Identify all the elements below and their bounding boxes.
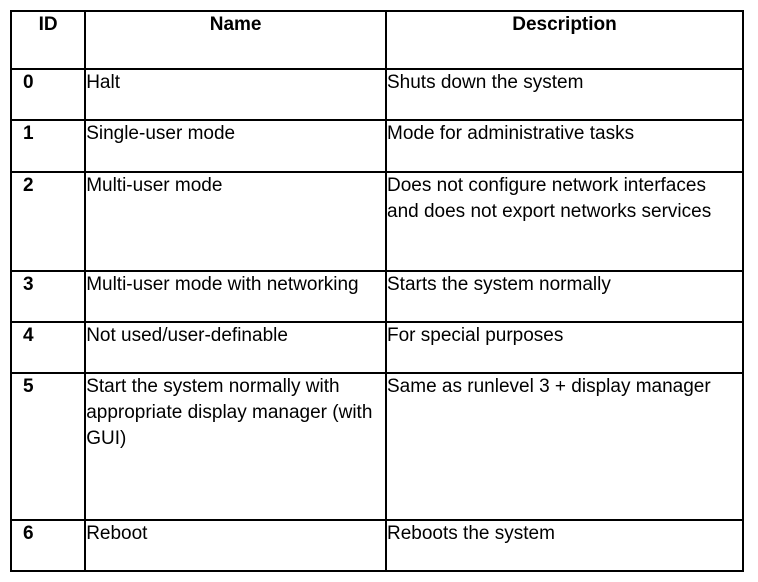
column-header-description: Description (385, 10, 744, 70)
cell-runlevel-id: 3 (9, 269, 87, 323)
cell-runlevel-id: 1 (9, 119, 87, 173)
cell-runlevel-id: 4 (9, 320, 87, 375)
cell-runlevel-name: Not used/user-definable (84, 320, 387, 375)
cell-runlevel-id: 0 (9, 67, 87, 122)
cell-runlevel-name: Halt (84, 67, 387, 122)
cell-runlevel-description: Does not configure network interfaces an… (385, 170, 744, 272)
cell-runlevel-description: Same as runlevel 3 + display manager (385, 372, 744, 521)
cell-runlevel-description: Reboots the system (385, 518, 744, 573)
cell-runlevel-description: For special purposes (385, 320, 744, 375)
column-header-id: ID (9, 10, 87, 70)
table-header: ID Name Description (9, 10, 744, 70)
cell-runlevel-description: Mode for administrative tasks (385, 119, 744, 173)
table-header-row: ID Name Description (9, 10, 744, 70)
column-header-name: Name (84, 10, 387, 70)
cell-runlevel-name: Multi-user mode (84, 170, 387, 272)
cell-runlevel-name: Multi-user mode with networking (84, 269, 387, 323)
cell-runlevel-description: Shuts down the system (385, 67, 744, 122)
cell-runlevel-id: 2 (9, 170, 87, 272)
cell-runlevel-id: 5 (9, 372, 87, 521)
cell-runlevel-name: Single-user mode (84, 119, 387, 173)
cell-runlevel-name: Reboot (84, 518, 387, 573)
cell-runlevel-id: 6 (9, 518, 87, 573)
cell-runlevel-description: Starts the system normally (385, 269, 744, 323)
cell-runlevel-name: Start the system normally with appropria… (84, 372, 387, 521)
